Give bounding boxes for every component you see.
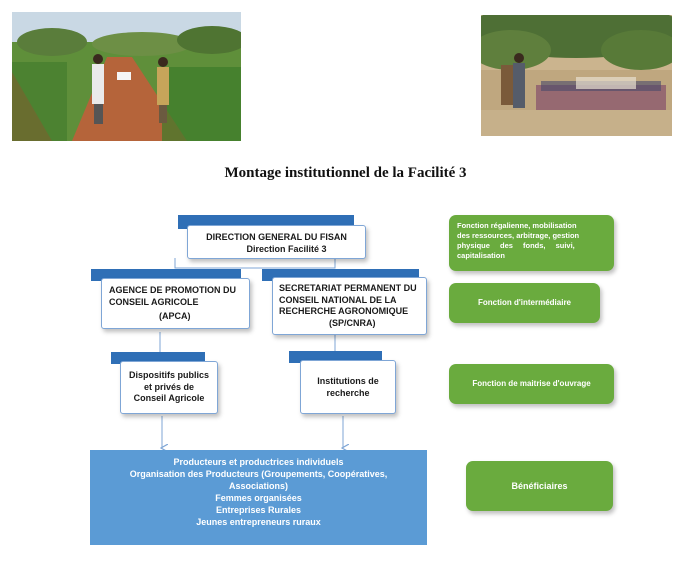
cnra-line-1: SECRETARIAT PERMANENT DU [279,283,417,293]
apca-line-1: AGENCE DE PROMOTION DU [109,285,237,295]
photo-farmers-field [12,12,241,141]
cnra-line-3: RECHERCHE AGRONOMIQUE [279,306,409,316]
direction-generale-box: DIRECTION GENERAL DU FISAN Direction Fac… [187,225,366,259]
fonction-maitrise-box: Fonction de maitrise d'ouvrage [449,364,614,404]
direction-facilite-label: Direction Facilité 3 [246,243,327,254]
apca-line-2: CONSEIL AGRICOLE [109,296,199,307]
beneficiary-item: Entreprises Rurales [215,505,302,515]
fonction-regalienne-line-3: physique des fonds, suivi, [457,241,575,250]
diagram-title: Montage institutionnel de la Facilité 3 [224,165,467,181]
apca-box: AGENCE DE PROMOTION DU CONSEIL AGRICOLE … [101,278,250,329]
institutions-line-1: Institutions de [317,376,379,386]
dispositifs-line-3: Conseil Agricole [133,393,205,403]
apca-line-3: (APCA) [159,311,191,321]
cnra-line-4: (SP/CNRA) [329,317,376,328]
photo-group-meeting [481,15,672,136]
cnra-box: SECRETARIAT PERMANENT DU CONSEIL NATIONA… [272,277,427,335]
fonction-intermediaire-box: Fonction d'intermédiaire [449,283,600,323]
beneficiaires-box: Bénéficiaires [466,461,613,511]
direction-generale-label: DIRECTION GENERAL DU FISAN [206,232,347,242]
dispositifs-line-1: Dispositifs publics [128,370,209,380]
institutions-box: Institutions de recherche [300,360,396,414]
dispositifs-line-2: et privés de [143,381,195,392]
fonction-regalienne-line-4: capitalisation [457,251,505,260]
beneficiary-item: Organisation des Producteurs (Groupement… [129,469,388,479]
fonction-maitrise-label: Fonction de maitrise d'ouvrage [472,378,591,388]
cnra-line-2: CONSEIL NATIONAL DE LA [279,294,397,305]
beneficiaries-box: Producteurs et productrices individuels … [90,450,427,545]
beneficiary-item: Producteurs et productrices individuels [173,457,344,467]
beneficiary-item: Associations) [228,481,288,491]
beneficiaires-label: Bénéficiaires [511,480,568,491]
institutions-line-2: recherche [326,387,370,398]
beneficiary-item: Femmes organisées [215,493,302,503]
dispositifs-box: Dispositifs publics et privés de Conseil… [120,361,218,414]
fonction-intermediaire-label: Fonction d'intermédiaire [477,297,572,307]
fonction-regalienne-line-2: des ressources, arbitrage, gestion [457,231,580,240]
beneficiary-item: Jeunes entrepreneurs ruraux [196,517,321,527]
fonction-regalienne-box: Fonction régalienne, mobilisation des re… [449,215,614,271]
fonction-regalienne-line-1: Fonction régalienne, mobilisation [457,221,577,230]
